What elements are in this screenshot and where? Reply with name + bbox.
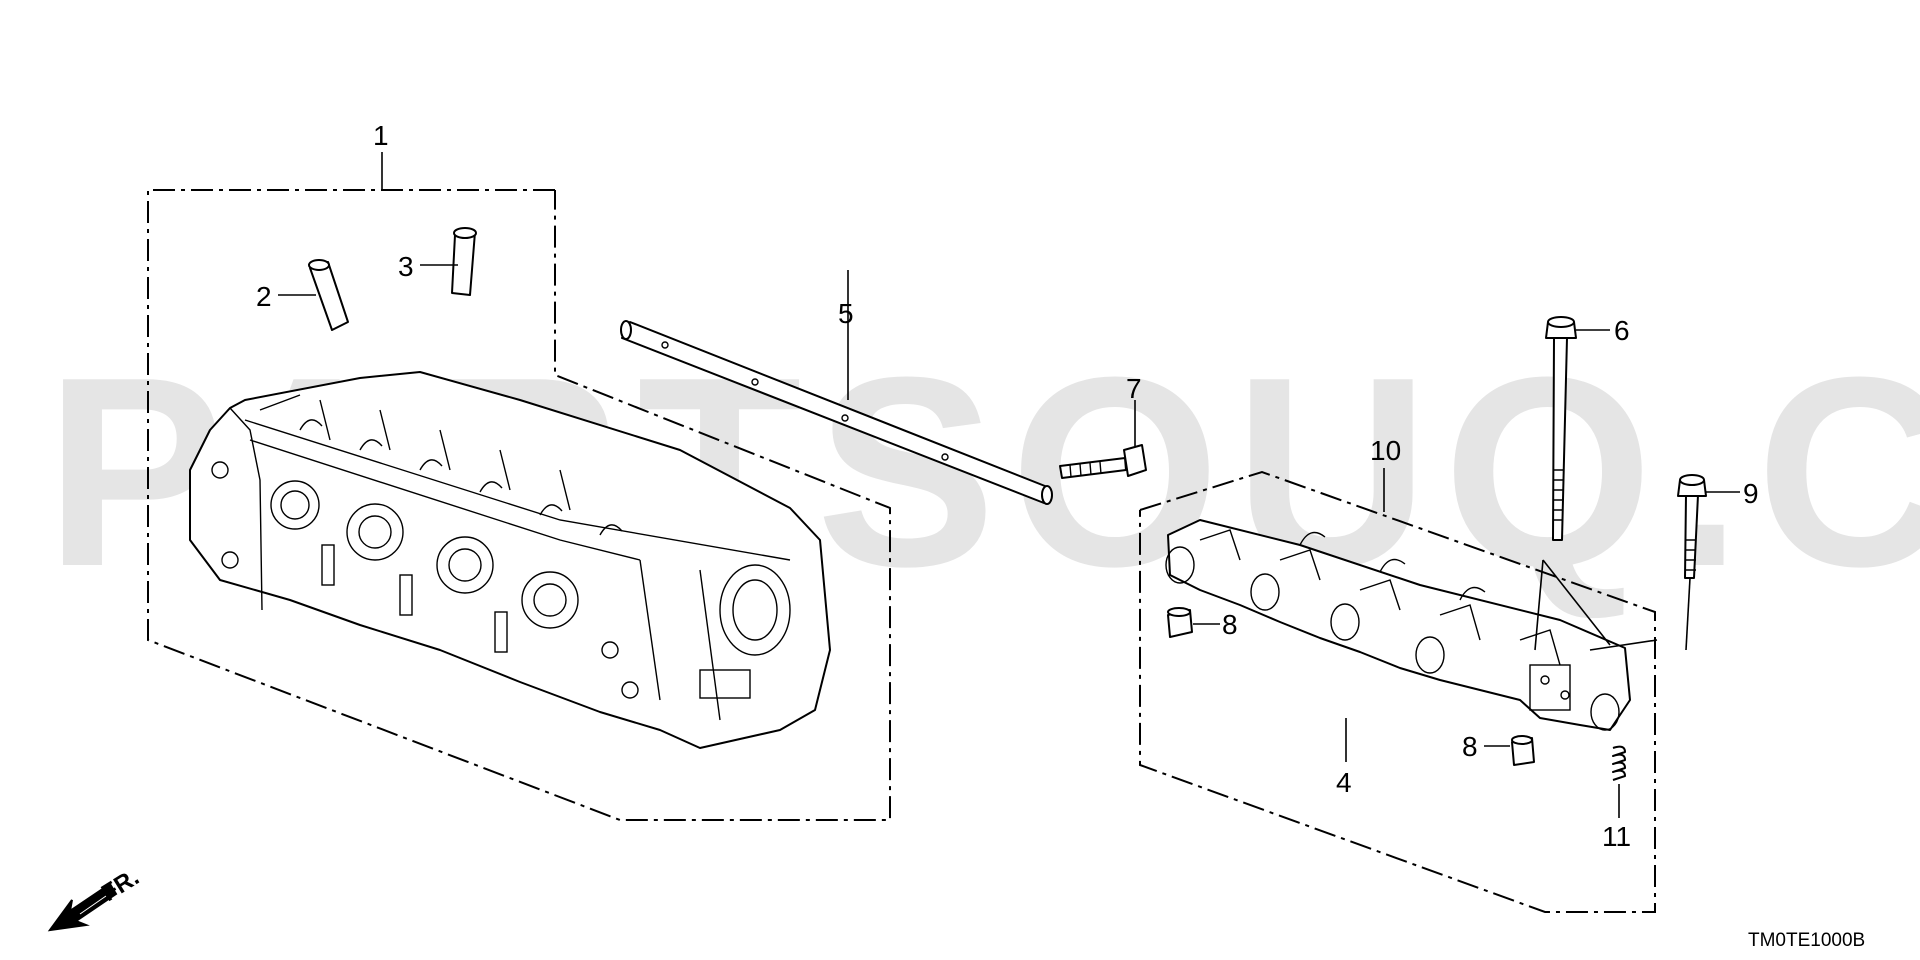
dowel-pin-8-lower[interactable]: [1484, 735, 1535, 766]
callout-11: 11: [1602, 821, 1631, 852]
bolt-6[interactable]: [1545, 316, 1610, 541]
callout-4: 4: [1336, 767, 1352, 798]
callout-2: 2: [256, 281, 272, 312]
bolt-9[interactable]: [1677, 474, 1740, 651]
valve-guide-3[interactable]: [420, 227, 477, 296]
callout-6: 6: [1614, 315, 1630, 346]
callout-3: 3: [398, 251, 414, 282]
callout-8b: 8: [1462, 731, 1478, 762]
callout-1: 1: [373, 120, 389, 151]
cylinder-head[interactable]: [189, 371, 831, 749]
callout-5: 5: [838, 298, 854, 329]
rocker-shaft-5[interactable]: [620, 270, 1053, 505]
dowel-pin-8-upper[interactable]: [1167, 607, 1220, 638]
spring-11[interactable]: [1612, 745, 1626, 818]
rocker-arm-assembly[interactable]: [1165, 519, 1658, 731]
callout-9: 9: [1743, 478, 1759, 509]
callout-10: 10: [1370, 435, 1401, 466]
assembly-box-10: [1139, 468, 1656, 913]
front-direction-arrow: FR.: [47, 864, 144, 932]
assembly-box-1: [147, 152, 891, 821]
callout-7: 7: [1126, 373, 1142, 404]
bolt-7[interactable]: [1059, 400, 1147, 479]
valve-guide-2[interactable]: [278, 259, 349, 331]
callout-8a: 8: [1222, 609, 1238, 640]
diagram-code: TM0TE1000B: [1748, 930, 1865, 951]
